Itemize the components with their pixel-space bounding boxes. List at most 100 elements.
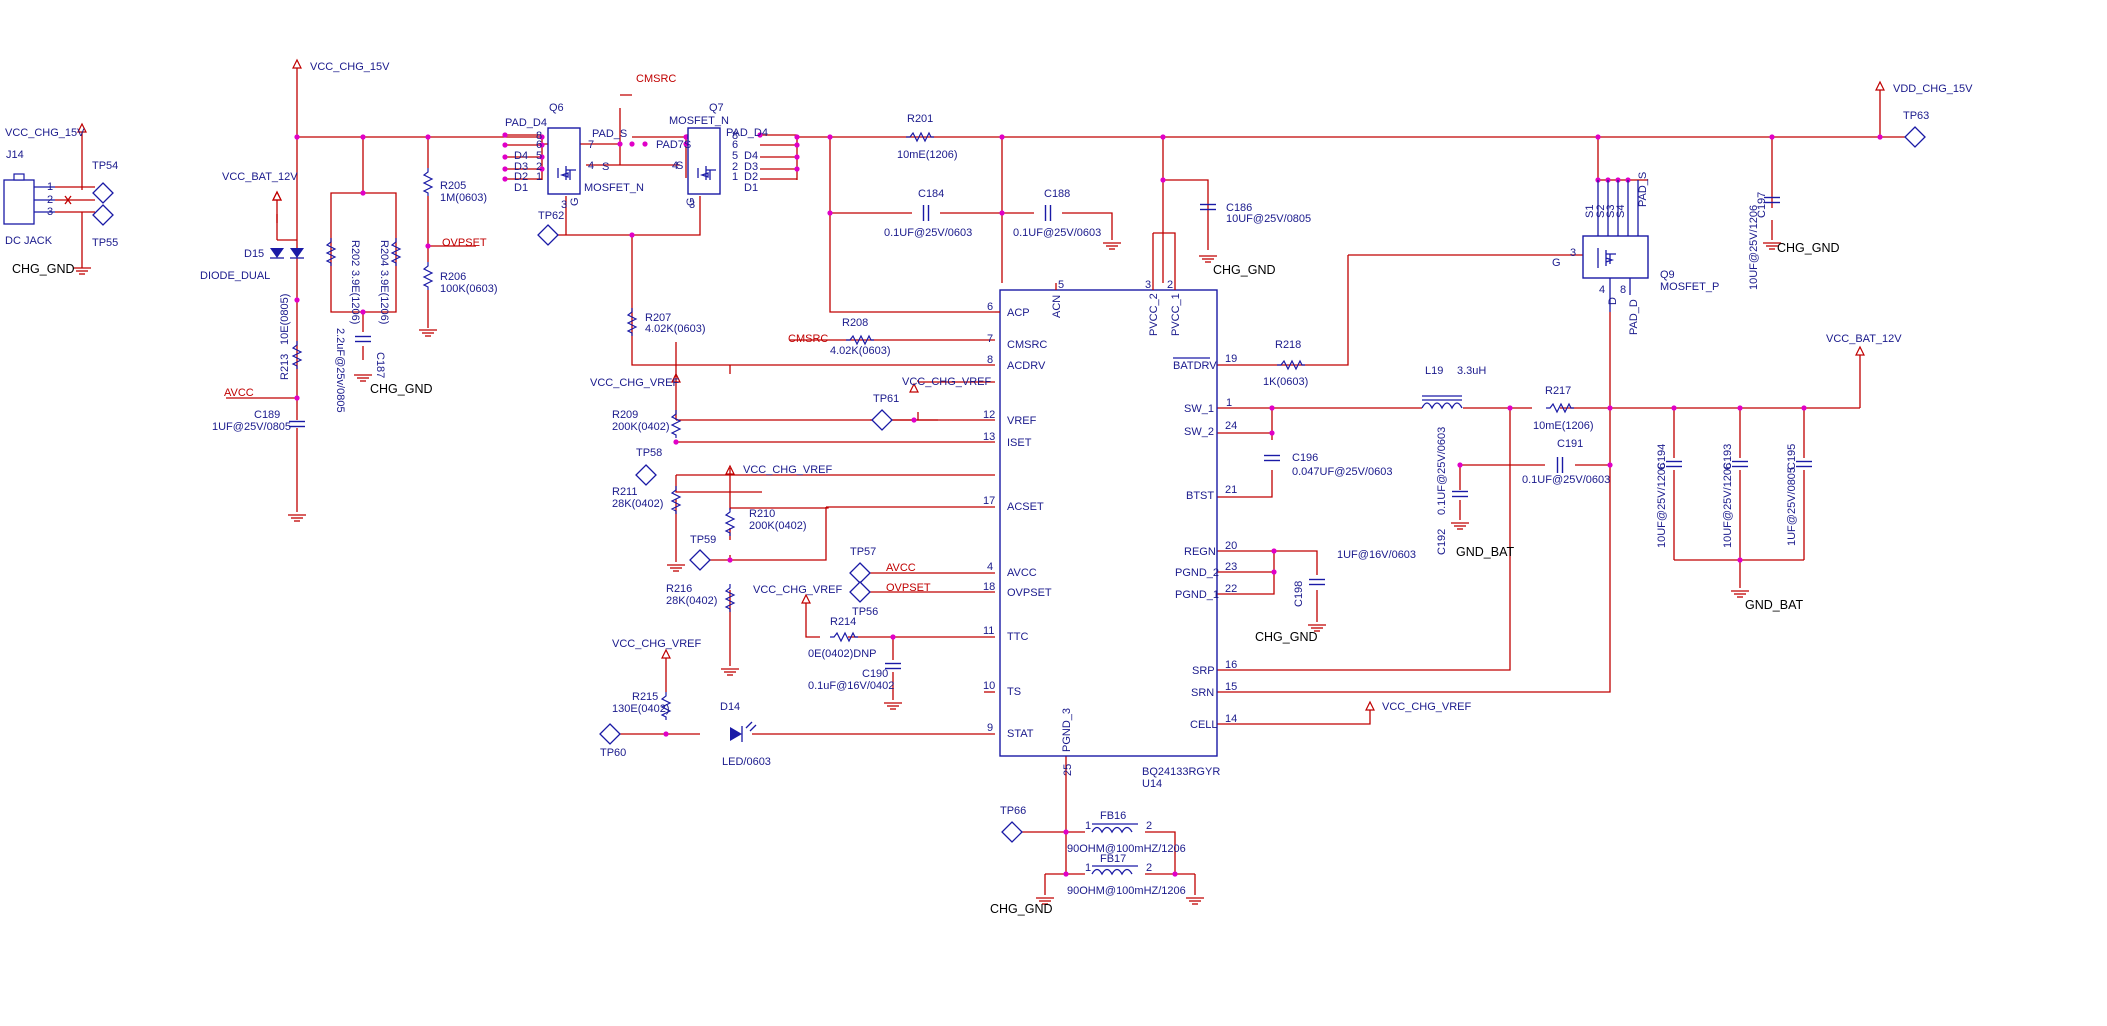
r206-value: 100K(0603) bbox=[440, 283, 498, 295]
u14-pin-acset: ACSET bbox=[1007, 501, 1044, 513]
u14-pin-pgnd1: PGND_1 bbox=[1175, 589, 1219, 601]
r202-ref: R202 bbox=[349, 240, 361, 266]
u14-ref: U14 bbox=[1142, 778, 1162, 790]
u14-pin-srn: SRN bbox=[1191, 687, 1214, 699]
d14-value: LED/0603 bbox=[722, 756, 771, 768]
u14-pin-acn: ACN bbox=[1051, 295, 1063, 318]
q7-d3: D3 bbox=[744, 161, 758, 173]
q9-d: D bbox=[1607, 297, 1619, 305]
r215-ref: R215 bbox=[632, 691, 658, 703]
q7-pin8: 8 bbox=[732, 130, 738, 142]
c187-ref: C187 bbox=[374, 352, 386, 378]
u14-pin-stat: STAT bbox=[1007, 728, 1034, 740]
fb16-ref: FB16 bbox=[1100, 810, 1126, 822]
u14-pin-ttc: TTC bbox=[1007, 631, 1028, 643]
q6-s: S bbox=[602, 161, 609, 173]
fb17-pin1: 1 bbox=[1085, 862, 1091, 874]
u14-pin-acdrv: ACDRV bbox=[1007, 360, 1046, 372]
net-label-vref-4: VCC_CHG_VREF bbox=[753, 584, 843, 596]
j14-ref: J14 bbox=[6, 149, 24, 161]
r210-value: 200K(0402) bbox=[749, 520, 807, 532]
fb17-ref: FB17 bbox=[1100, 853, 1126, 865]
c188-ref: C188 bbox=[1044, 188, 1070, 200]
u14-pin4-num: 4 bbox=[987, 561, 993, 573]
r204-ref: R204 bbox=[378, 240, 390, 266]
c184-value: 0.1UF@25V/0603 bbox=[884, 227, 972, 239]
q6-pad-d: PAD_D4 bbox=[505, 117, 547, 129]
r211-value: 28K(0402) bbox=[612, 498, 663, 510]
net-label-vdd-chg-15v: VDD_CHG_15V bbox=[1893, 83, 1973, 95]
q6-d2: D2 bbox=[514, 171, 528, 183]
c192-value: 0.1UF@25V/0603 bbox=[1436, 427, 1448, 515]
ferrite-fb17: FB17 1 2 90OHM@100mHZ/1206 bbox=[1067, 853, 1186, 897]
q7-pin5: 5 bbox=[732, 150, 738, 162]
r201-ref: R201 bbox=[907, 113, 933, 125]
c194-ref: C194 bbox=[1656, 444, 1668, 470]
u14-pin-cmsrc: CMSRC bbox=[1007, 339, 1047, 351]
c188-value: 0.1UF@25V/0603 bbox=[1013, 227, 1101, 239]
net-label-cmsrc-top: CMSRC bbox=[636, 73, 676, 85]
q7-g: G bbox=[685, 197, 697, 206]
c193-ref: C193 bbox=[1722, 444, 1734, 470]
u14-pin7-num: 7 bbox=[987, 333, 993, 345]
c184-ref: C184 bbox=[918, 188, 944, 200]
r208-value: 4.02K(0603) bbox=[830, 345, 891, 357]
q6-pin7: 7 bbox=[588, 139, 594, 151]
q9-pad-d: PAD_D bbox=[1628, 299, 1640, 335]
u14-pin14-num: 14 bbox=[1225, 713, 1237, 725]
q6-pad-s: PAD_S bbox=[592, 128, 627, 140]
r202-value: 3.9E(1206) bbox=[349, 270, 361, 324]
mosfet-q9: S1 S2 S3 S4 PAD_S G 3 D 4 8 PAD_D Q9 MOS… bbox=[1552, 172, 1719, 335]
u14-pin-vref: VREF bbox=[1007, 415, 1037, 427]
j14-pin2: 2 bbox=[47, 194, 53, 206]
q7-pin3: 3 bbox=[689, 199, 695, 211]
net-label-avcc: AVCC bbox=[224, 387, 254, 399]
q7-s: S bbox=[676, 160, 683, 172]
u14-pin20-num: 20 bbox=[1225, 540, 1237, 552]
q9-g: G bbox=[1552, 257, 1561, 269]
u14-pin-regn: REGN bbox=[1184, 546, 1216, 558]
r217-value: 10mE(1206) bbox=[1533, 420, 1594, 432]
u14-pin-sw2: SW_2 bbox=[1184, 426, 1214, 438]
u14-pin5-num: 5 bbox=[1058, 279, 1064, 291]
q7-pin6: 6 bbox=[732, 139, 738, 151]
chg-gnd-label: CHG_GND bbox=[12, 262, 75, 276]
net-label-ovpset: OVPSET bbox=[442, 237, 487, 249]
c196-ref: C196 bbox=[1292, 452, 1318, 464]
r210-ref: R210 bbox=[749, 508, 775, 520]
net-label-cmsrc-pin: CMSRC bbox=[788, 333, 828, 345]
dc-jack-j14: J14 DC JACK 1 2 3 bbox=[3, 149, 72, 247]
r213-value: 10E(0805) bbox=[279, 294, 291, 345]
r218-value: 1K(0603) bbox=[1263, 376, 1308, 388]
c186-ref: C186 bbox=[1226, 202, 1252, 214]
tp58-label: TP58 bbox=[636, 447, 662, 459]
net-label-vcc-chg-15v-top: VCC_CHG_15V bbox=[310, 61, 390, 73]
fb17-pin2: 2 bbox=[1146, 862, 1152, 874]
q9-value: MOSFET_P bbox=[1660, 281, 1719, 293]
r211-ref: R211 bbox=[612, 486, 637, 498]
c198-value: 1UF@16V/0603 bbox=[1337, 549, 1416, 561]
chg-gnd-label-3: CHG_GND bbox=[1213, 263, 1276, 277]
fb17-value: 90OHM@100mHZ/1206 bbox=[1067, 885, 1186, 897]
tp56-label: TP56 bbox=[852, 606, 878, 618]
q9-s3: S3 bbox=[1605, 205, 1617, 218]
tp60-label: TP60 bbox=[600, 747, 626, 759]
tp66-label: TP66 bbox=[1000, 805, 1026, 817]
u14-pin-ovpset: OVPSET bbox=[1007, 587, 1052, 599]
c192-ref: C192 bbox=[1436, 529, 1448, 555]
c194-value: 10UF@25V/1206 bbox=[1656, 463, 1668, 548]
r209-ref: R209 bbox=[612, 409, 638, 421]
fb16-pin2: 2 bbox=[1146, 820, 1152, 832]
tp63-label: TP63 bbox=[1903, 110, 1929, 122]
r218-ref: R218 bbox=[1275, 339, 1301, 351]
r205-value: 1M(0603) bbox=[440, 192, 487, 204]
j14-pin1: 1 bbox=[47, 181, 53, 193]
j14-pin3: 3 bbox=[47, 206, 53, 218]
c197-value: 10UF@25V/1206 bbox=[1748, 205, 1760, 290]
u14-pin25-num: 25 bbox=[1062, 764, 1074, 776]
c190-ref: C190 bbox=[862, 668, 888, 680]
fb16-value: 90OHM@100mHZ/1206 bbox=[1067, 843, 1186, 855]
u14-pin-ts: TS bbox=[1007, 686, 1021, 698]
q9-ref: Q9 bbox=[1660, 269, 1675, 281]
gnd-bat-label-1: GND_BAT bbox=[1456, 545, 1514, 559]
